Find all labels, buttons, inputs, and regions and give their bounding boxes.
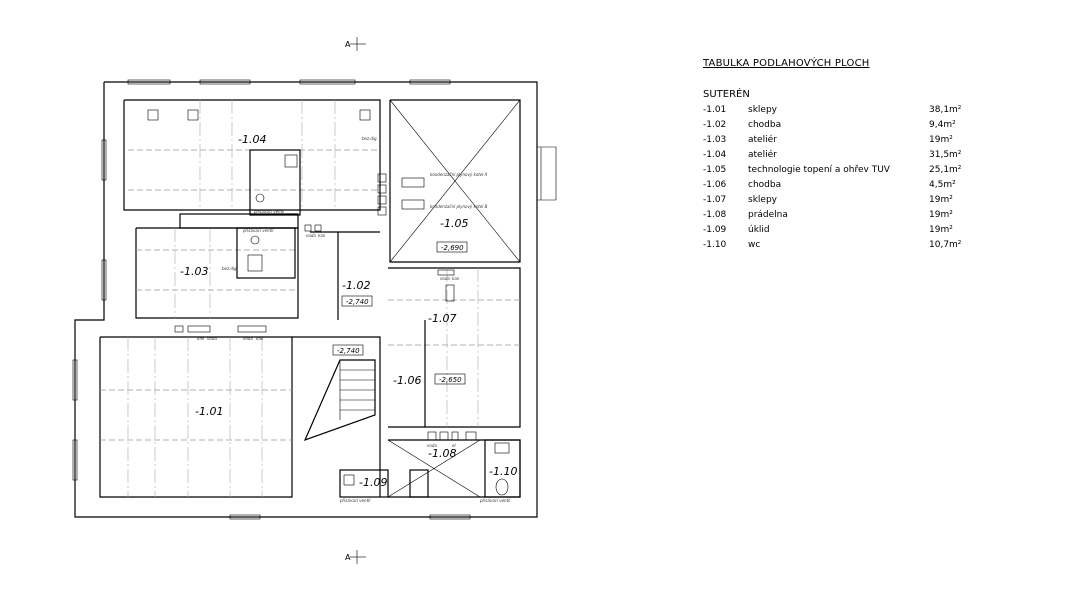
- level-hall: -2,740: [337, 347, 360, 355]
- legend-code: -1.06: [703, 180, 727, 190]
- note-kan-1: kan: [197, 336, 205, 341]
- note-voda-4: voda: [440, 276, 450, 281]
- room-label-105: -1.05: [440, 217, 468, 230]
- legend-code: -1.07: [703, 195, 727, 205]
- legend-name: úklid: [748, 225, 770, 235]
- legend-row: -1.09 úklid 19m²: [703, 223, 963, 238]
- room-105-detail: [377, 99, 521, 263]
- note-voda-1: voda: [207, 336, 217, 341]
- room-label-110: -1.10: [489, 465, 517, 478]
- rooms-108-110-detail: [339, 431, 521, 498]
- section-label-top: A: [345, 40, 351, 49]
- legend-code: -1.04: [703, 150, 727, 160]
- note-kan-2: kan: [256, 336, 264, 341]
- legend-area: 19m²: [929, 210, 953, 220]
- section-mark-top: A: [345, 37, 366, 51]
- legend-name: chodba: [748, 120, 782, 130]
- stairs: [292, 224, 381, 497]
- room-label-108: -1.08: [428, 447, 456, 460]
- legend-area: 19m²: [929, 135, 953, 145]
- legend-title: TABULKA PODLAHOVÝCH PLOCH: [703, 58, 870, 69]
- room-label-106: -1.06: [393, 374, 421, 387]
- room-107-detail: [388, 268, 520, 427]
- legend-row: -1.10 wc 10,7m²: [703, 238, 963, 253]
- legend-row: -1.08 prádelna 19m²: [703, 208, 963, 223]
- note-voda-3: voda: [306, 233, 316, 238]
- legend-code: -1.10: [703, 240, 727, 250]
- room-label-104: -1.04: [238, 133, 266, 146]
- note-kan-4: kan: [452, 276, 460, 281]
- legend-area: 9,4m²: [929, 120, 956, 130]
- legend-area: 10,7m²: [929, 240, 962, 250]
- legend-code: -1.03: [703, 135, 727, 145]
- note-boiler-b: kondenzační plynový kotel B: [430, 204, 488, 209]
- section-mark-bottom: A: [345, 550, 366, 564]
- legend-code: -1.02: [703, 120, 727, 130]
- legend-row: -1.03 ateliér 19m²: [703, 133, 963, 148]
- legend-row: -1.01 sklepy 38,1m²: [703, 103, 963, 118]
- room-103-detail: [136, 213, 299, 318]
- legend-name: wc: [748, 240, 761, 250]
- legend-code: -1.08: [703, 210, 727, 220]
- note-bezdig-2: bez.dig.: [222, 266, 238, 271]
- legend-area: 19m²: [929, 195, 953, 205]
- legend-name: ateliér: [748, 150, 777, 160]
- note-voda-2: voda: [243, 336, 253, 341]
- note-intake-valve-3: přisávací ventil: [339, 498, 371, 503]
- level-107: -2,650: [439, 376, 462, 384]
- level-102: -2,740: [346, 298, 369, 306]
- room-label-107: -1.07: [428, 312, 456, 325]
- legend-name: sklepy: [748, 195, 777, 205]
- legend-code: -1.01: [703, 105, 727, 115]
- legend-row: -1.05 technologie topení a ohřev TUV 25,1m…: [703, 163, 963, 178]
- legend-row: -1.02 chodba 9,4m²: [703, 118, 963, 133]
- legend-code: -1.09: [703, 225, 727, 235]
- room-label-101: -1.01: [195, 405, 223, 418]
- note-boiler-a: kondenzační plynový kotel A: [430, 172, 488, 177]
- legend-name: prádelna: [748, 210, 788, 220]
- note-voda-5: voda: [427, 443, 437, 448]
- note-intake-valve-1: přisávací ventil: [253, 209, 285, 214]
- note-intake-valve-4: přisávací ventil: [479, 498, 511, 503]
- legend-code: -1.05: [703, 165, 727, 175]
- legend-area: 31,5m²: [929, 150, 962, 160]
- room-label-102: -1.02: [342, 279, 370, 292]
- note-el: el: [452, 443, 456, 448]
- legend-row: -1.07 sklepy 19m²: [703, 193, 963, 208]
- section-label-bottom: A: [345, 553, 351, 562]
- legend-row: -1.04 ateliér 31,5m²: [703, 148, 963, 163]
- legend-name: chodba: [748, 180, 782, 190]
- legend-area: 19m²: [929, 225, 953, 235]
- legend-table: -1.01 sklepy 38,1m² -1.02 chodba 9,4m² -1.03 at…: [703, 103, 963, 253]
- legend-name: technologie topení a ohřev TUV: [748, 165, 890, 175]
- room-label-103: -1.03: [180, 265, 208, 278]
- level-105: -2,690: [441, 244, 464, 252]
- legend-subtitle: SUTERÉN: [703, 89, 750, 100]
- legend-area: 38,1m²: [929, 105, 962, 115]
- room-101-detail: [100, 325, 292, 497]
- room-104-detail: [128, 100, 378, 216]
- room-label-109: -1.09: [359, 476, 387, 489]
- legend-area: 25,1m²: [929, 165, 962, 175]
- note-intake-valve-2: přisávací ventil: [242, 228, 274, 233]
- legend-name: sklepy: [748, 105, 777, 115]
- note-kan-3: kan: [318, 233, 326, 238]
- legend-name: ateliér: [748, 135, 777, 145]
- legend-row: -1.06 chodba 4,5m²: [703, 178, 963, 193]
- note-bezdig-1: bez.dig.: [362, 136, 378, 141]
- legend-area: 4,5m²: [929, 180, 956, 190]
